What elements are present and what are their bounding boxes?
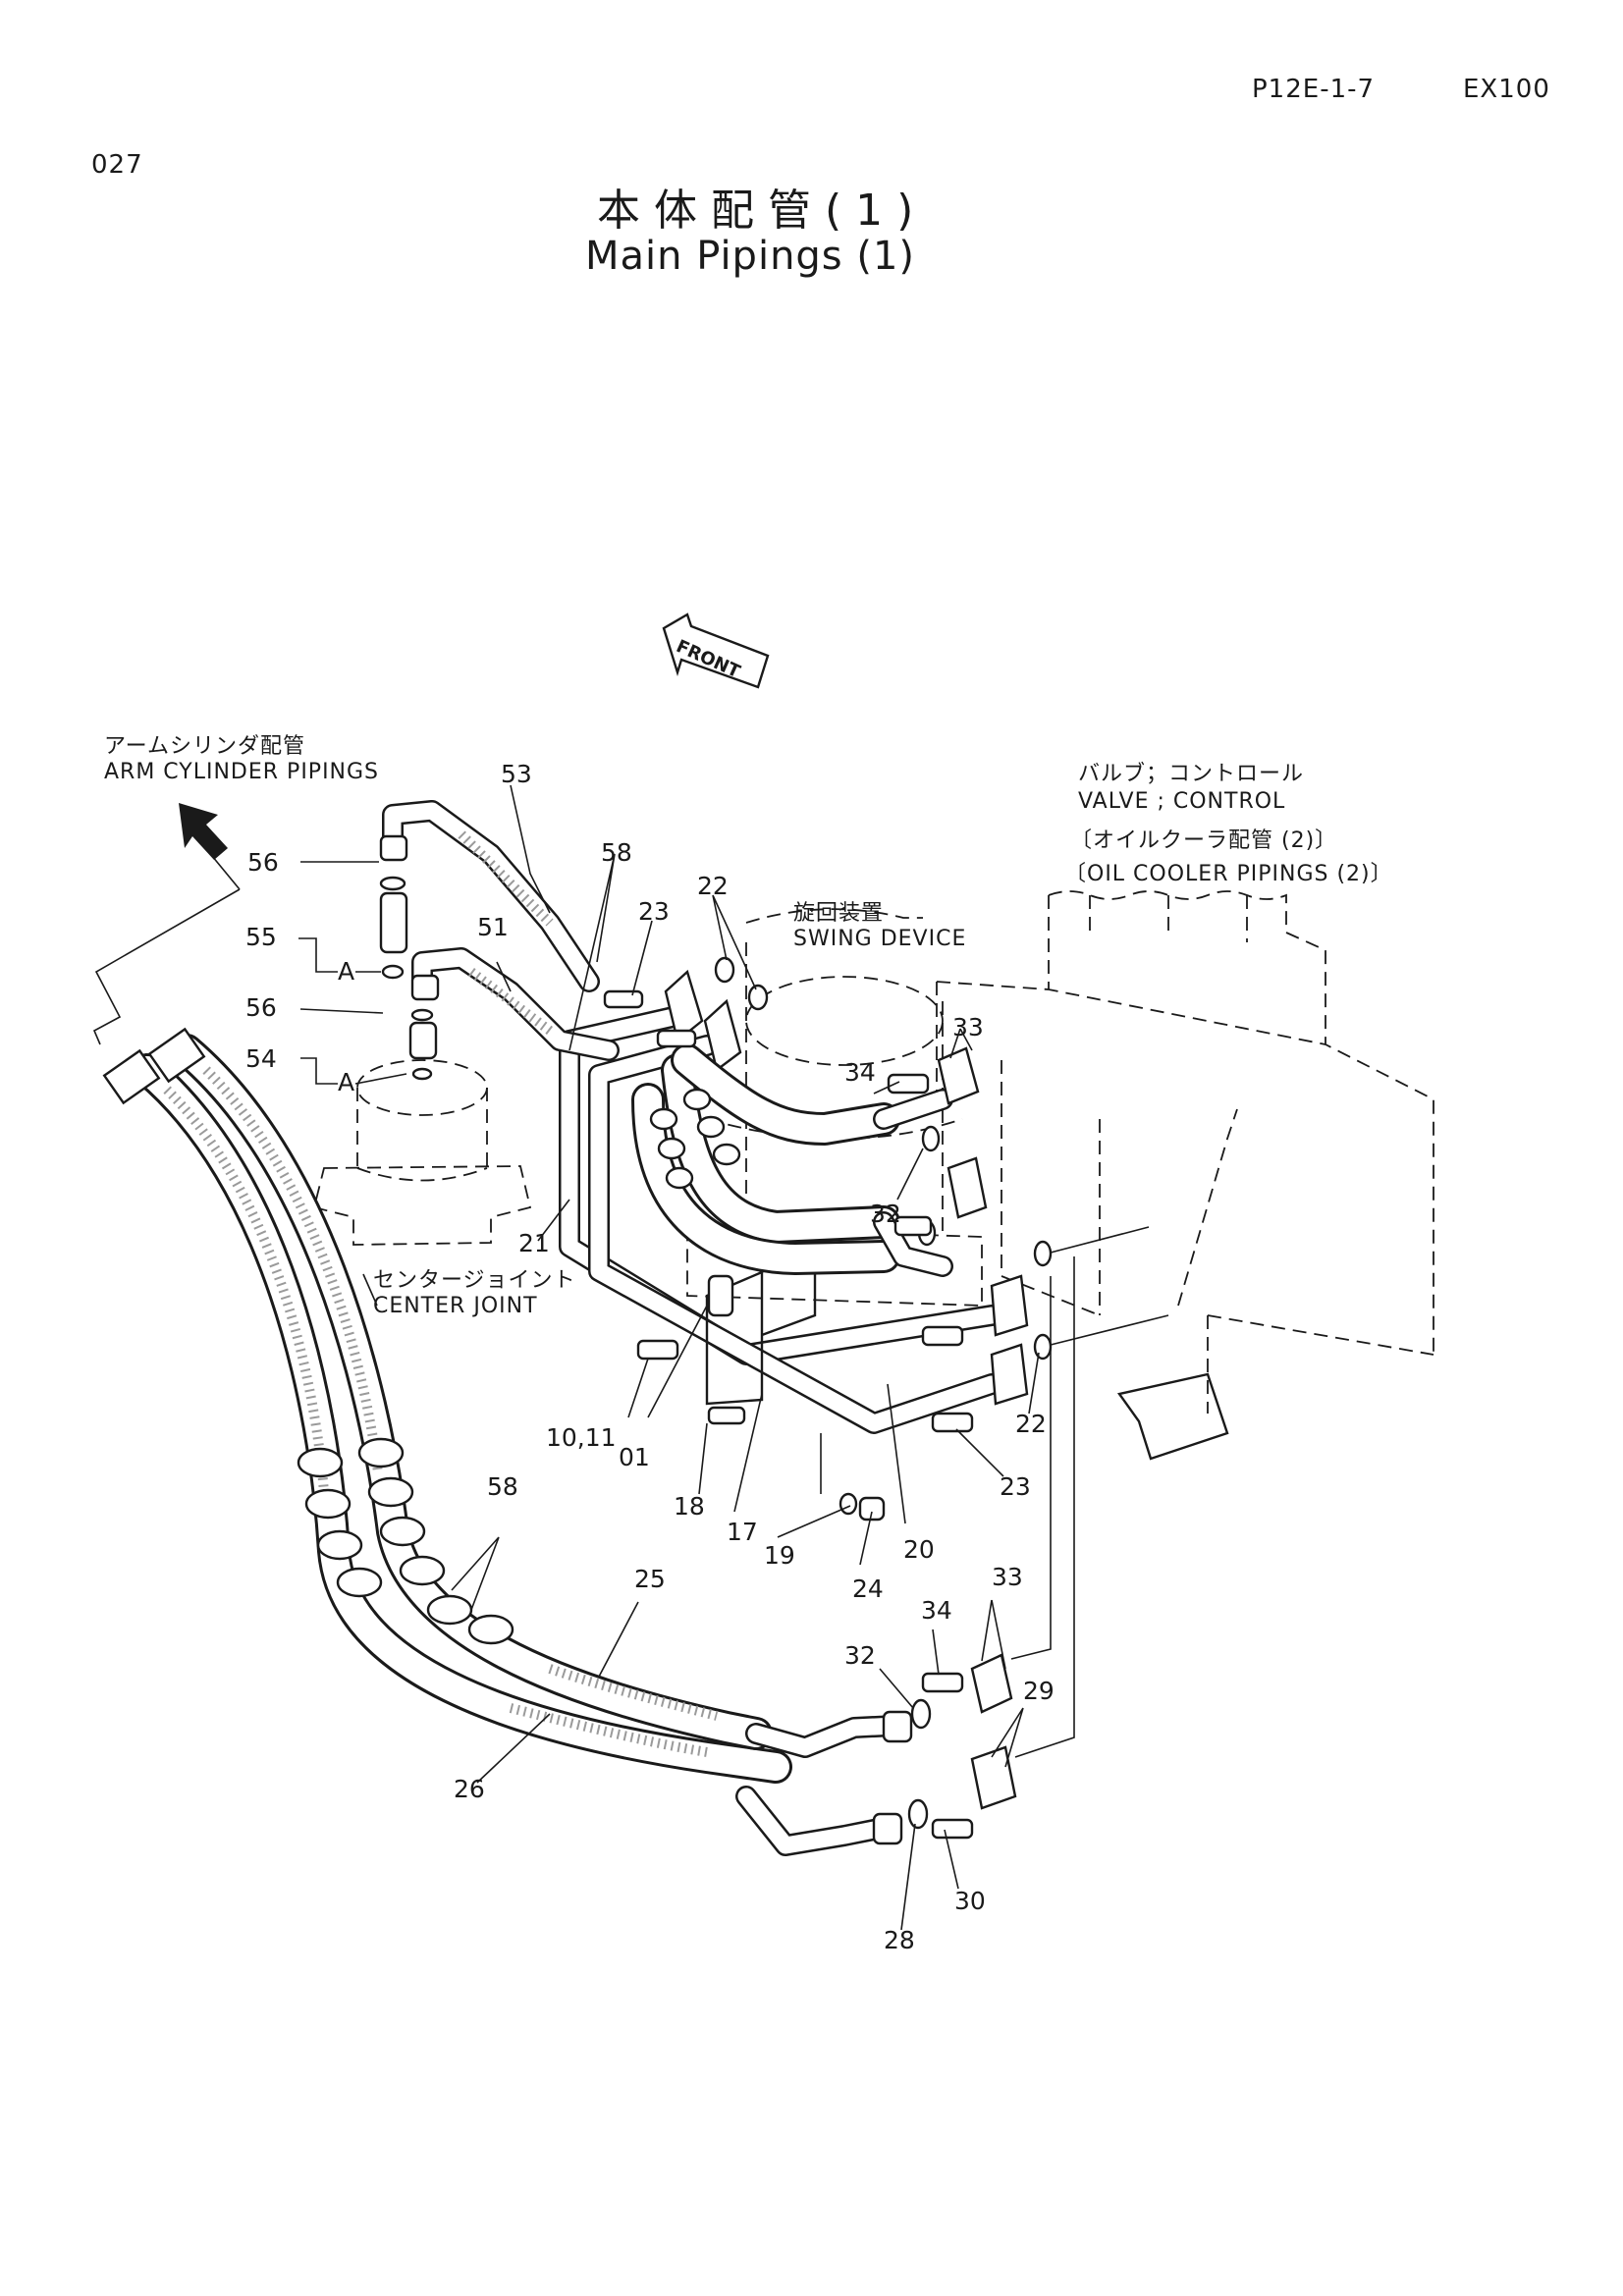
part-number: 23 — [1000, 1472, 1031, 1501]
part-number: 26 — [454, 1775, 485, 1803]
part-number: 19 — [764, 1541, 795, 1570]
center-joint-label-jp: センタージョイント — [373, 1268, 576, 1293]
title-japanese: 本体配管(1) — [597, 186, 928, 236]
part-number: 56 — [245, 993, 277, 1022]
arm-cylinder-label-jp: アームシリンダ配管 — [104, 734, 306, 759]
part-number: 51 — [477, 913, 509, 941]
title-english: Main Pipings (1) — [585, 234, 916, 279]
figure-number: 027 — [91, 150, 143, 180]
arm-cylinder-label-en: ARM CYLINDER PIPINGS — [104, 760, 380, 784]
clamp-bracket — [636, 1224, 886, 1522]
part-number: 58 — [487, 1472, 518, 1501]
part-number: 53 — [501, 760, 532, 788]
part-number: 54 — [245, 1044, 277, 1073]
part-number: 33 — [952, 1013, 984, 1041]
part-number: 24 — [852, 1575, 884, 1603]
part-number: 01 — [619, 1443, 650, 1471]
part-number: 55 — [245, 923, 277, 951]
detail-a-label: A — [338, 957, 355, 986]
swing-device-label-en: SWING DEVICE — [793, 927, 967, 951]
front-arrow-icon — [662, 613, 770, 689]
part-number: 29 — [1023, 1677, 1055, 1705]
part-number: 32 — [844, 1641, 876, 1670]
part-number: 25 — [634, 1565, 666, 1593]
leader-lines — [298, 784, 1040, 1931]
part-number: 21 — [518, 1229, 550, 1257]
part-number: 56 — [247, 848, 279, 877]
fitting-55 — [379, 876, 408, 980]
part-number: 17 — [727, 1518, 758, 1546]
fitting-54 — [408, 1008, 438, 1081]
part-number: 33 — [992, 1563, 1023, 1591]
part-number: 10,11 — [546, 1423, 617, 1452]
upper-flange-group — [887, 1046, 988, 1247]
part-number: 30 — [954, 1887, 986, 1915]
swing-hoses — [631, 1043, 953, 1277]
arm-cylinder-arrow-icon — [179, 803, 241, 890]
part-number: 18 — [674, 1492, 705, 1521]
center-joint-label-en: CENTER JOINT — [373, 1294, 538, 1318]
oil-cooler-label-en: 〔OIL COOLER PIPINGS (2)〕 — [1064, 862, 1393, 886]
model-name: EX100 — [1463, 75, 1550, 104]
part-number: 32 — [870, 1200, 901, 1228]
oil-cooler-label-jp: 〔オイルクーラ配管 (2)〕 — [1070, 828, 1338, 853]
part-number: 22 — [697, 872, 729, 900]
pipe-21 — [559, 1005, 1002, 1365]
pipe-51 — [411, 947, 620, 1061]
center-joint-outline — [312, 1059, 532, 1246]
part-number: 34 — [921, 1596, 952, 1625]
swing-device-label-jp: 旋回装置 — [793, 901, 885, 926]
part-number: 28 — [884, 1926, 915, 1954]
detail-a-label: A — [338, 1068, 355, 1096]
page-code: P12E-1-7 — [1252, 75, 1376, 104]
pipe-53 — [382, 800, 600, 992]
hose-protector-58 — [297, 1437, 514, 1645]
part-number: 58 — [601, 838, 632, 867]
control-valve-outline — [936, 890, 1434, 1461]
part-number: 34 — [844, 1058, 876, 1087]
part-number: 23 — [638, 897, 670, 926]
part-number: 20 — [903, 1535, 935, 1564]
part-number: 22 — [1015, 1410, 1047, 1438]
lower-flange-group — [907, 1256, 1075, 1840]
pipe-20 — [588, 1035, 1002, 1434]
valve-label-en: VALVE ; CONTROL — [1078, 789, 1286, 814]
valve-label-jp: バルブ；コントロール — [1078, 762, 1305, 786]
